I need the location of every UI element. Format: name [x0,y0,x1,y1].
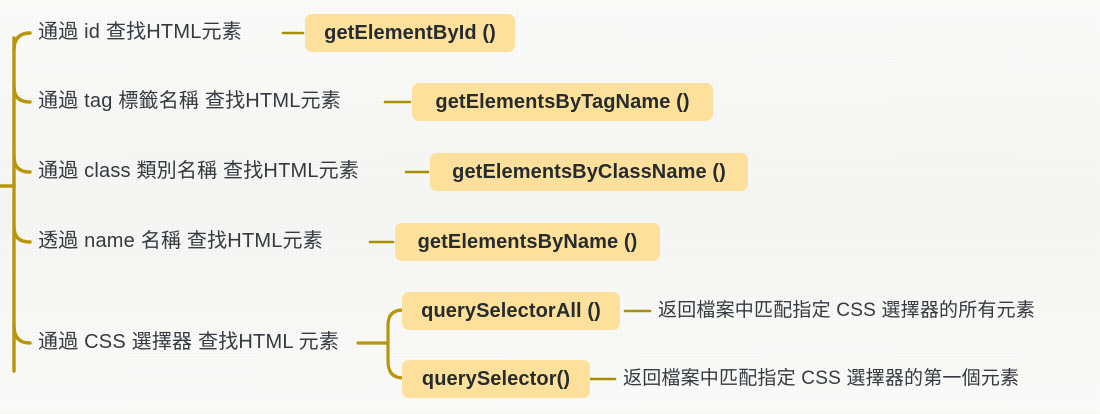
method-badge-getelementsbyname[interactable]: getElementsByName () [395,223,660,261]
branch-curve-5 [12,324,32,345]
method-badge-getelementsbyclassname[interactable]: getElementsByClassName () [430,153,748,191]
method-badge-queryselectorall[interactable]: querySelectorAll () [402,292,620,330]
branch-curve-3 [12,155,32,174]
method-badge-getelementbyid[interactable]: getElementById () [305,14,515,52]
sub-branch-curve-1 [386,308,405,327]
branch-curve-4 [12,225,32,244]
description-queryselectorall: 返回檔案中匹配指定 CSS 選擇器的所有元素 [658,300,1036,321]
method-badge-getelementsbytagname[interactable]: getElementsByTagName () [412,83,713,121]
branch-curve-1 [12,31,32,52]
branch-label-5: 通過 CSS 選擇器 查找HTML 元素 [38,331,340,353]
description-queryselector: 返回檔案中匹配指定 CSS 選擇器的第一個元素 [623,368,1020,389]
method-badge-queryselector[interactable]: querySelector() [402,360,590,398]
branch-label-2: 通過 tag 標籤名稱 查找HTML元素 [38,90,341,112]
branch-label-1: 通過 id 查找HTML元素 [38,21,242,43]
branch-label-4: 透過 name 名稱 查找HTML元素 [38,230,323,252]
branch-label-3: 通過 class 類別名稱 查找HTML元素 [38,160,360,182]
branch-curve-2 [12,85,32,104]
sub-branch-curve-2 [386,359,405,380]
